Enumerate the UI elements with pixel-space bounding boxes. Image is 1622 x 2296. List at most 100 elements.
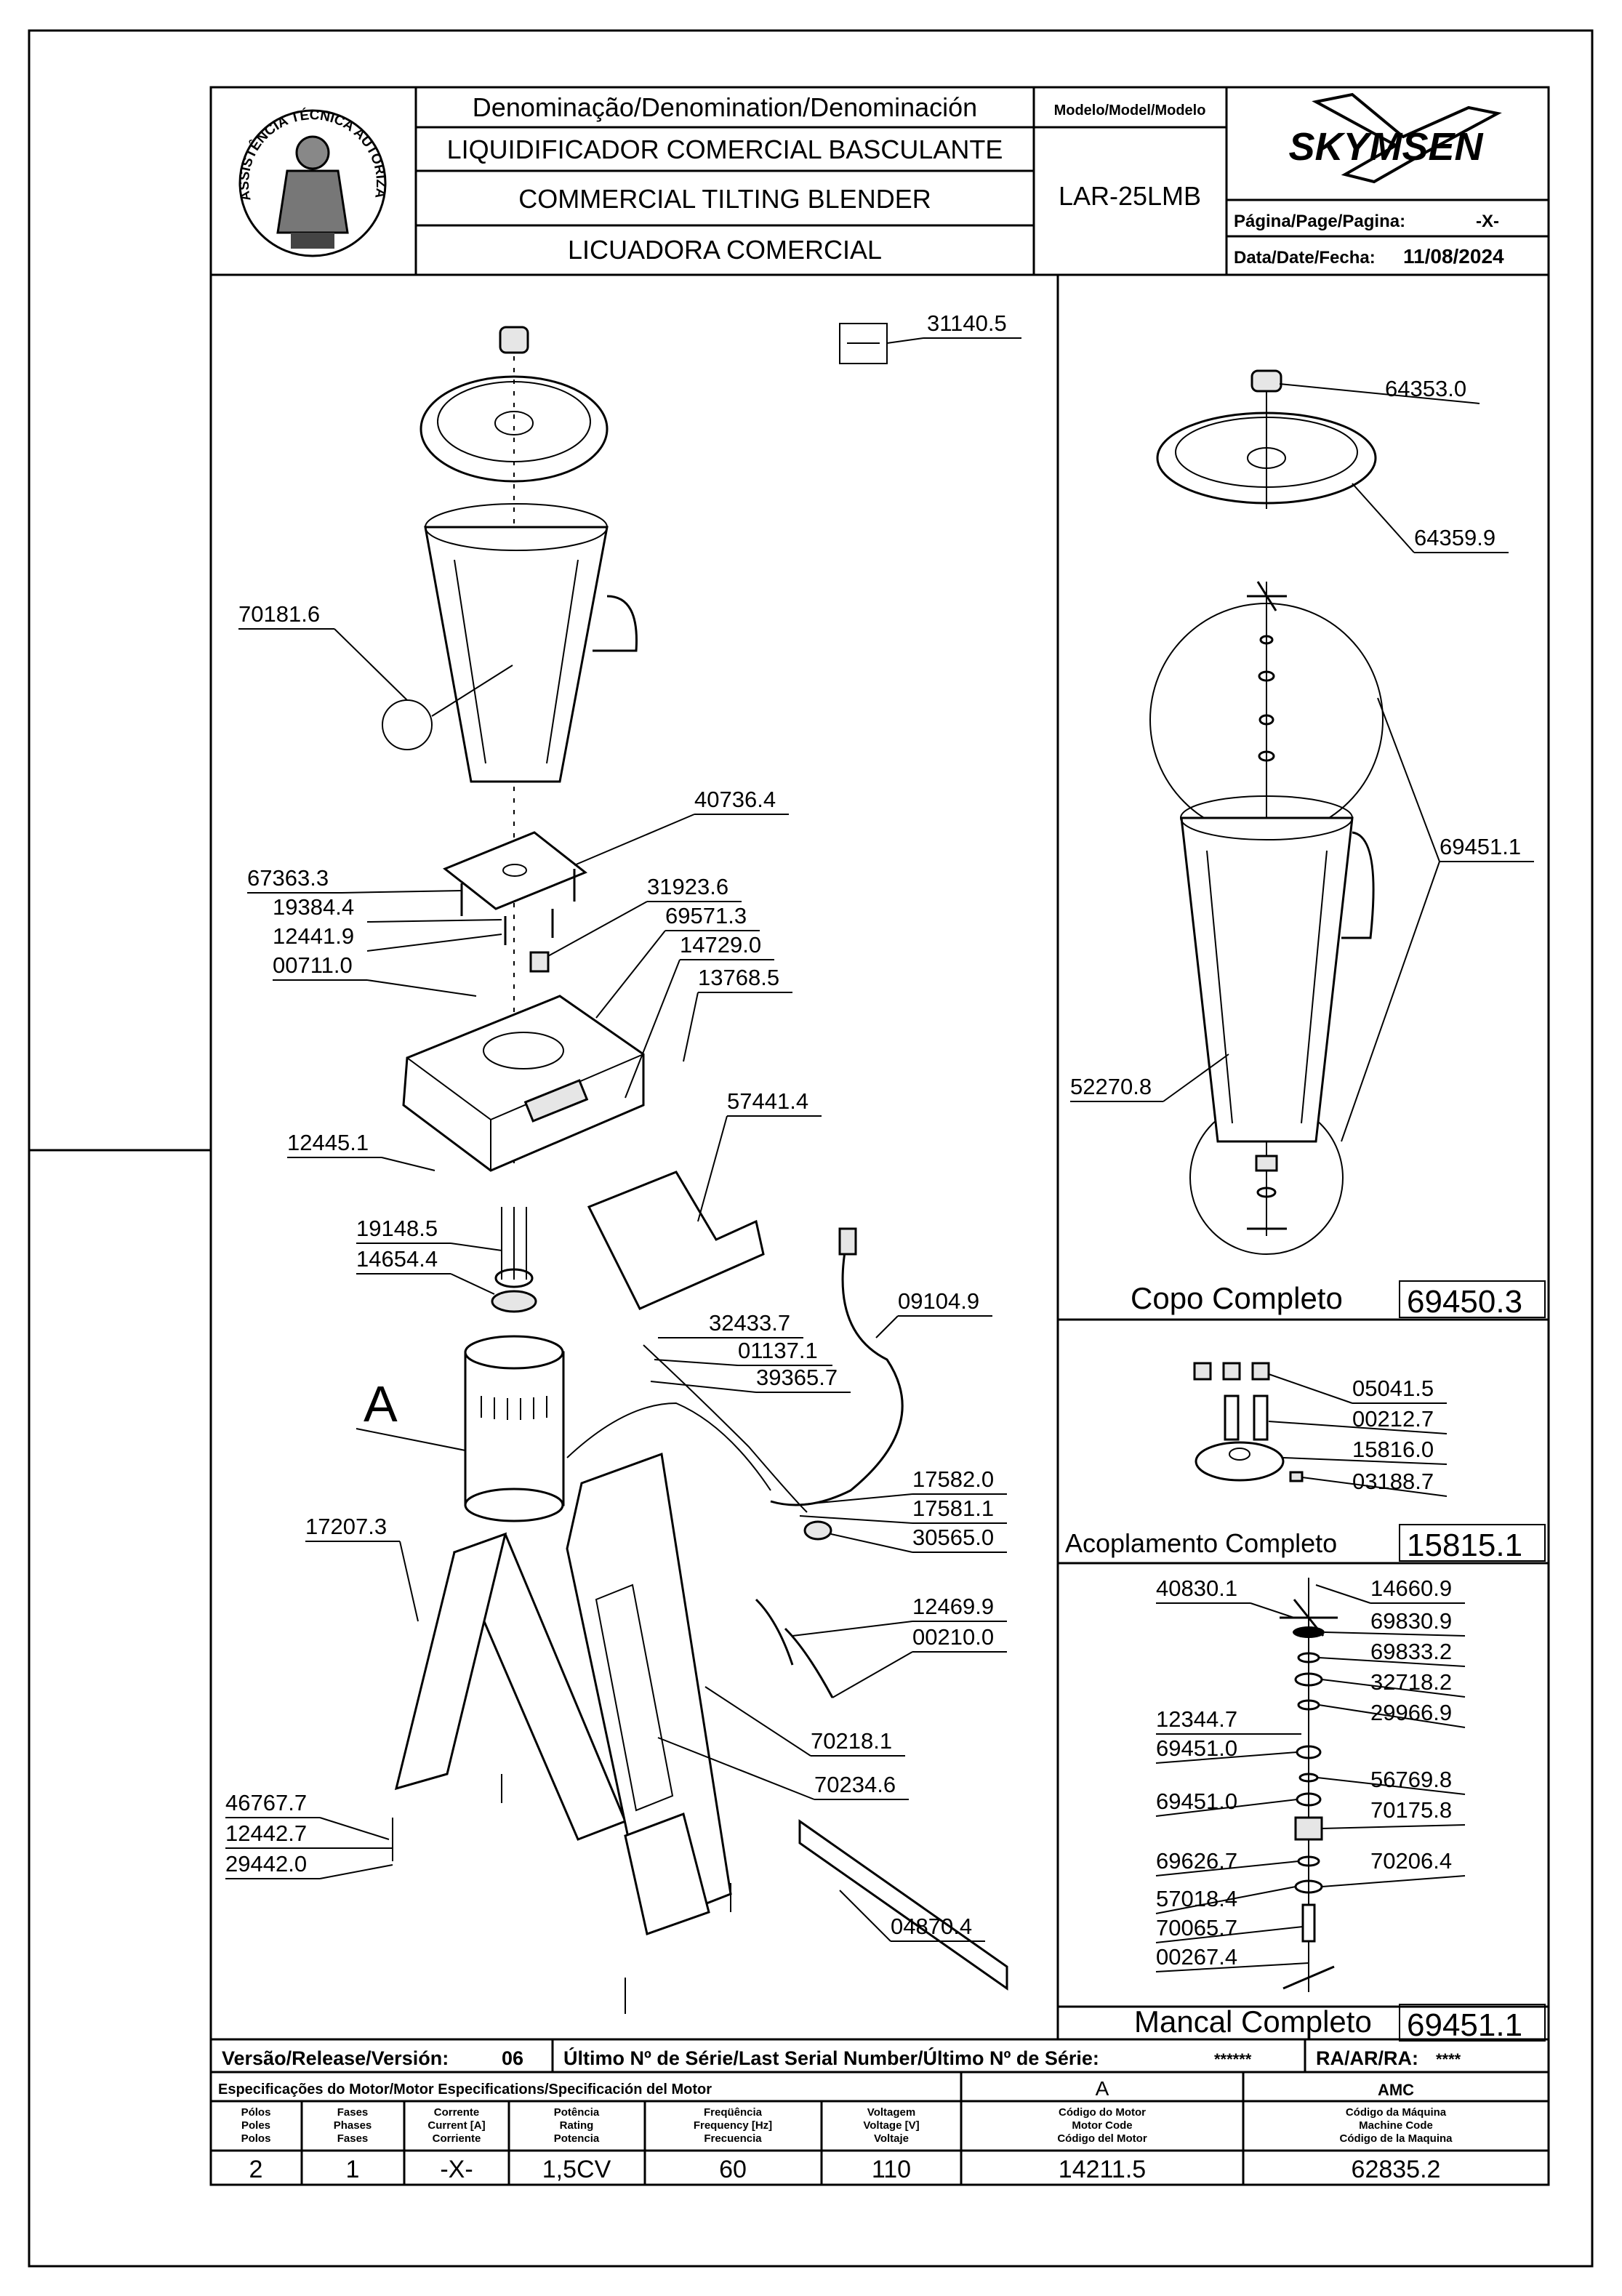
copo-title: Copo Completo [1131,1281,1343,1315]
page-value: -X- [1476,212,1499,231]
lid-knob [499,326,529,354]
acoplamento-code: 15815.1 [1407,1528,1522,1563]
power-cord [770,1239,904,1506]
footer-column-values: 2 1 -X- 1,5CV 60 110 14211.5 62835.2 [249,2156,1441,2183]
main-cup [424,526,609,783]
drawing-frame [209,86,1550,2186]
col-label: Polos [241,2132,271,2145]
date-label: Data/Date/Fecha: [1234,248,1376,268]
callout: 12344.7 [1156,1706,1237,1732]
col-label: Frequency [Hz] [694,2119,772,2132]
model-code: LAR-25LMB [1059,181,1201,211]
callout: 70181.6 [238,601,320,627]
mechanic-head-icon [295,135,330,170]
callout: 64353.0 [1385,376,1466,401]
callout: 30565.0 [912,1525,994,1550]
col-label: Potência [554,2106,600,2119]
mancal-title: Mancal Completo [1134,2004,1372,2039]
version-label: Versão/Release/Versión: [222,2047,449,2069]
col-label: Corrente [434,2106,480,2119]
mancal-callouts: 40830.1 14660.9 69830.9 69833.2 32718.2 … [1155,1576,1466,1972]
footer-column-labels: Pólos Poles Polos Fases Phases Fases Cor… [241,2106,1453,2145]
current-value: -X- [440,2156,473,2183]
callout: 69451.1 [1440,834,1521,859]
callout: 31140.5 [927,310,1007,336]
denomination-label: Denominação/Denomination/Denominación [473,92,977,122]
col-label: Current [A] [427,2119,485,2132]
callout: 69451.0 [1156,1735,1237,1761]
skymsen-logo: SKYMSEN [1288,92,1502,184]
version-value: 06 [502,2047,523,2069]
mancal-drawing [1280,1578,1338,1992]
callout: 12445.1 [287,1130,369,1155]
page-label: Página/Page/Pagina: [1234,212,1405,231]
col-label: Voltaje [874,2132,909,2145]
callout: 29966.9 [1370,1700,1452,1725]
callout: 69451.0 [1156,1789,1237,1814]
ra-value: **** [1436,2050,1461,2068]
callout: 09104.9 [898,1288,979,1314]
callout: 00711.0 [273,952,353,978]
machine-code-value: 62835.2 [1352,2156,1441,2183]
callout: 12442.7 [225,1821,307,1846]
callout: 00210.0 [912,1624,994,1650]
callout: 67363.3 [247,865,329,891]
callout: 31923.6 [647,874,728,899]
support-bracket [587,1171,765,1310]
callout: 00212.7 [1352,1406,1434,1432]
callout: 70175.8 [1370,1797,1452,1823]
tilt-rail [798,1819,1008,1991]
mechanic-body-icon [276,169,349,234]
model-label: Modelo/Model/Modelo [1054,103,1206,119]
detail-reference-circle [382,699,433,750]
col-label: Rating [560,2119,594,2132]
callout: 12441.9 [273,923,354,949]
callout: 03188.7 [1352,1469,1434,1494]
col-label: Voltage [V] [863,2119,919,2132]
callout: 17581.1 [912,1496,994,1521]
motor-reference-letter: A [364,1376,398,1432]
coupling-disc [1195,1441,1285,1482]
callout: 70065.7 [1156,1915,1237,1940]
callout: 19384.4 [273,894,354,920]
callout: 13768.5 [698,965,779,990]
cup-handle [1341,831,1375,939]
motor [464,1351,565,1506]
callout: 14660.9 [1370,1576,1452,1601]
callout: 14729.0 [680,932,761,958]
acoplamento-drawing [1193,1362,1304,1482]
brand-name: SKYMSEN [1288,125,1483,169]
mancal-code: 69451.1 [1407,2007,1522,2043]
col-label: Machine Code [1359,2119,1433,2132]
motor-spec-label: Especificações do Motor/Motor Especifica… [218,2082,712,2098]
cap-knob [1250,369,1282,393]
col-label: Pólos [241,2106,271,2119]
callout: 14654.4 [356,1246,438,1272]
outer-border [28,29,1594,2268]
serial-value: ****** [1214,2050,1252,2068]
motor-letter: A [1096,2077,1109,2100]
callout: 12469.9 [912,1594,994,1619]
frequency-value: 60 [719,2156,747,2183]
callout: 69833.2 [1370,1639,1452,1664]
callout: 32433.7 [709,1310,790,1336]
col-label: Freqüência [704,2106,763,2119]
machine-letter: AMC [1378,2081,1414,2099]
callout: 17582.0 [912,1466,994,1492]
main-cup-handle [593,595,638,652]
voltage-value: 110 [872,2156,911,2183]
acoplamento-title: Acoplamento Completo [1065,1528,1337,1558]
callout: 39365.7 [756,1365,838,1390]
title-block: Denominação/Denomination/Denominación Mo… [0,0,1549,276]
callout: 57018.4 [1156,1886,1237,1911]
col-label: Corriente [433,2132,481,2145]
callout: 01137.1 [738,1338,818,1363]
cup [1180,816,1354,1143]
col-label: Motor Code [1072,2119,1132,2132]
callout: 40736.4 [694,787,776,812]
name-spanish: LICUADORA COMERCIAL [568,235,882,265]
power-plug [838,1227,857,1256]
callout: 46767.7 [225,1790,307,1815]
callout: 64359.9 [1414,525,1495,550]
mechanic-feet-icon [291,233,334,249]
